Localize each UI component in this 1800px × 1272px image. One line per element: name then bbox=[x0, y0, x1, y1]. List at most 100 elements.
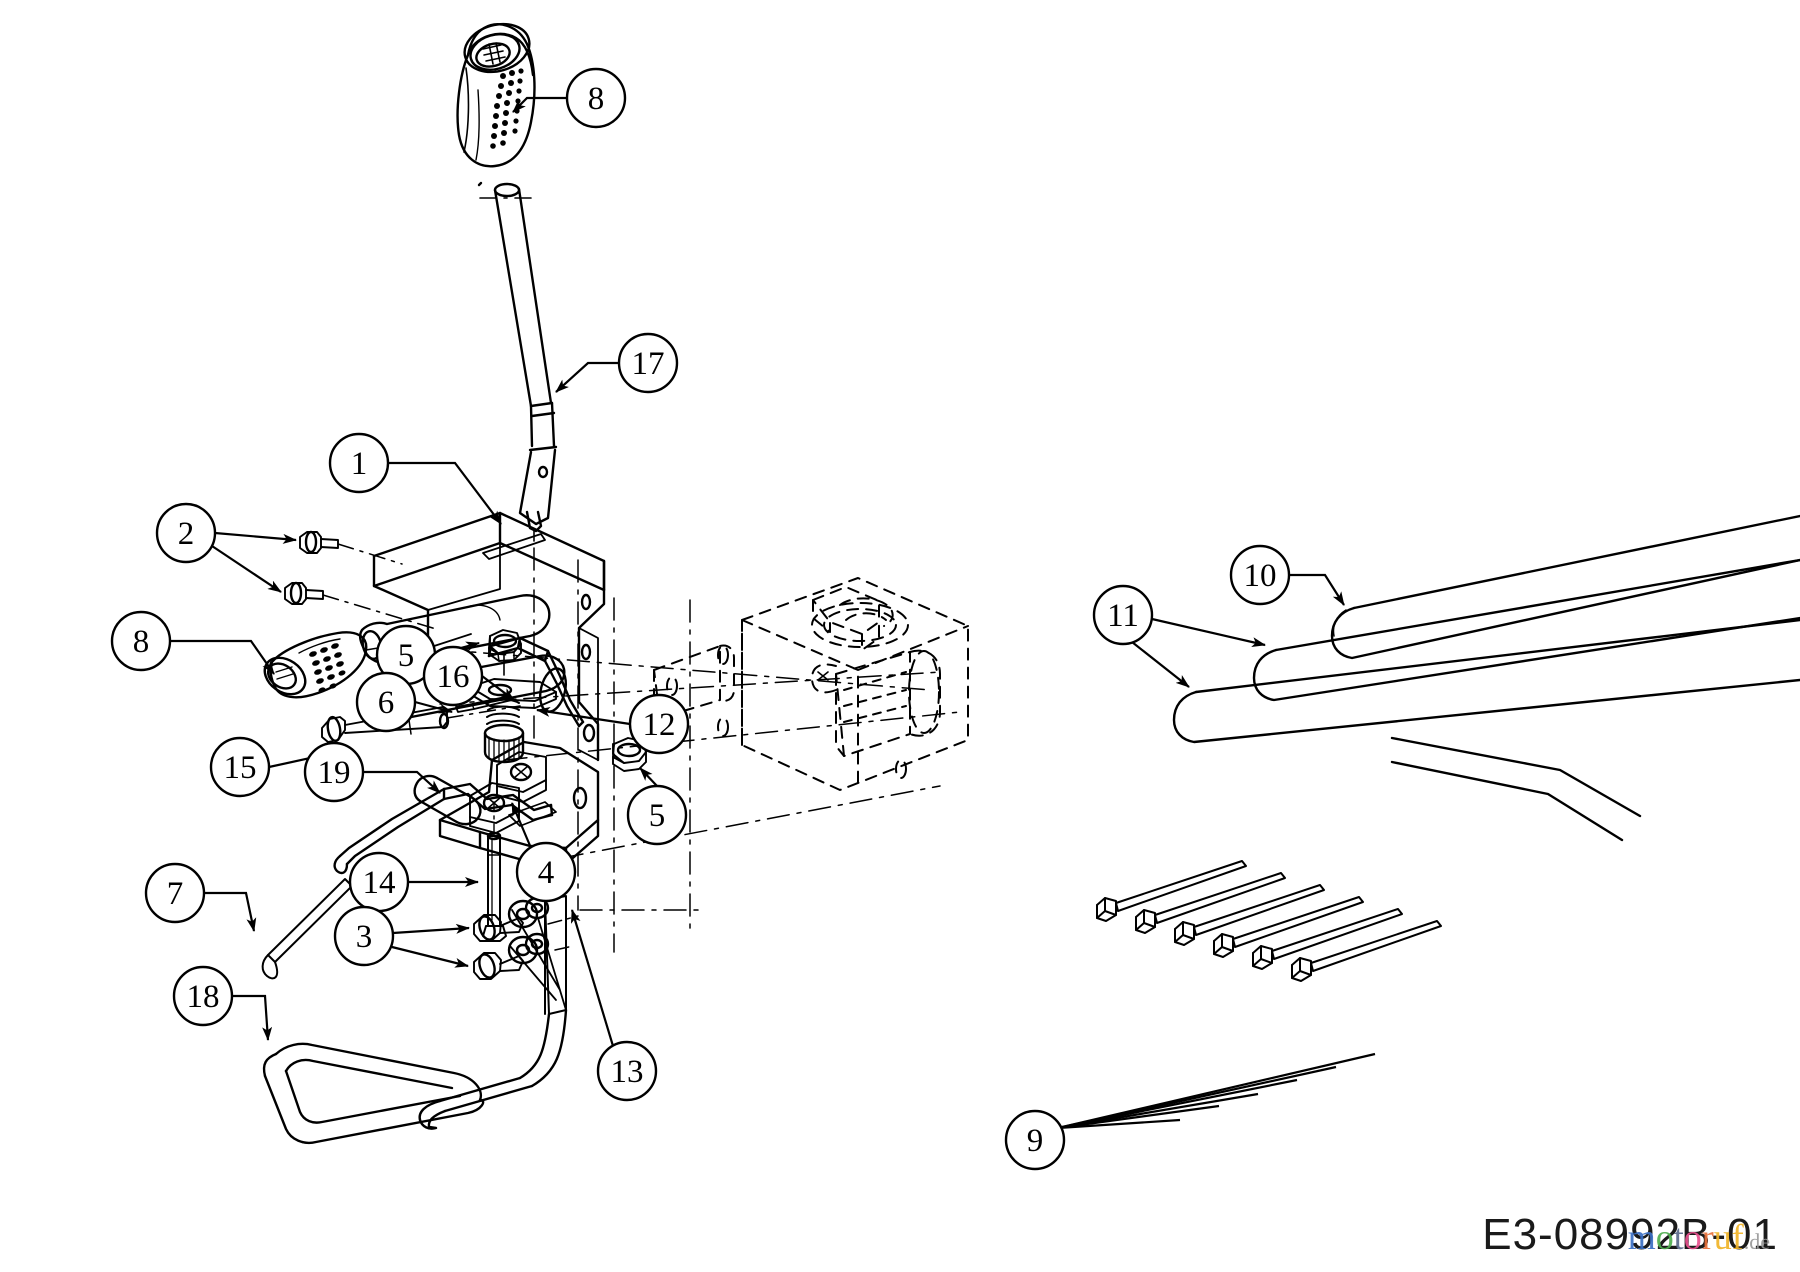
callout-leader bbox=[481, 675, 515, 701]
callout-circle[interactable] bbox=[596, 1040, 658, 1102]
bent-link-19 bbox=[333, 782, 554, 875]
callout-circle[interactable] bbox=[1229, 544, 1291, 606]
callout-leader bbox=[388, 461, 502, 525]
callout-leader bbox=[170, 639, 275, 675]
callout-circle[interactable] bbox=[172, 965, 234, 1027]
callout-leader bbox=[391, 945, 469, 968]
callout-16[interactable]: 16 bbox=[422, 645, 484, 707]
callout-circle[interactable] bbox=[1092, 584, 1154, 646]
callout-number: 5 bbox=[649, 798, 666, 834]
flat-bar-13 bbox=[418, 895, 579, 1130]
callout-10[interactable]: 10 bbox=[1229, 544, 1291, 606]
callout-circle[interactable] bbox=[144, 862, 206, 924]
cable-tie bbox=[1291, 920, 1442, 982]
callout-number: 14 bbox=[363, 865, 396, 901]
callout-number: 13 bbox=[611, 1054, 644, 1090]
callout-circle[interactable] bbox=[155, 502, 217, 564]
callout-circle[interactable] bbox=[209, 736, 271, 798]
watermark-suffix: .de bbox=[1743, 1229, 1770, 1254]
part-number-label: E3-08992B-01 bbox=[1482, 1210, 1778, 1259]
callout-leader bbox=[536, 706, 631, 726]
callout-17[interactable]: 17 bbox=[617, 332, 679, 394]
cable-tie bbox=[1135, 872, 1286, 934]
callout-19[interactable]: 19 bbox=[303, 741, 365, 803]
cable-tie bbox=[1252, 908, 1403, 970]
callout-leader bbox=[214, 531, 297, 544]
callout-number: 1 bbox=[351, 446, 368, 482]
callout-6[interactable]: 6 bbox=[355, 671, 417, 733]
lock-nut-lower bbox=[612, 737, 647, 772]
callout-circle[interactable] bbox=[333, 905, 395, 967]
callout-circle[interactable] bbox=[1004, 1109, 1066, 1171]
callout-15[interactable]: 15 bbox=[209, 736, 271, 798]
callout-circle[interactable] bbox=[110, 610, 172, 672]
callout-1[interactable]: 1 bbox=[328, 432, 390, 494]
watermark-letter: f bbox=[1731, 1217, 1744, 1257]
callout-8[interactable]: 8 bbox=[110, 610, 172, 672]
callout-leader bbox=[639, 767, 658, 787]
callout-number: 15 bbox=[224, 750, 257, 786]
callout-circle[interactable] bbox=[628, 693, 690, 755]
callout-5[interactable]: 5 bbox=[375, 624, 437, 686]
watermark-letter: m bbox=[1627, 1217, 1656, 1257]
cable-tie bbox=[1213, 896, 1364, 958]
callout-9[interactable]: 9 bbox=[1004, 1109, 1066, 1171]
shift-knob-left bbox=[263, 631, 379, 699]
callout-number: 17 bbox=[632, 346, 665, 382]
callout-number: 7 bbox=[167, 876, 184, 912]
callout-leader bbox=[414, 700, 453, 714]
callout-5[interactable]: 5 bbox=[626, 784, 688, 846]
callout-number: 12 bbox=[643, 707, 676, 743]
callout-leader bbox=[211, 545, 282, 593]
callout-circle[interactable] bbox=[617, 332, 679, 394]
callout-number: 9 bbox=[1027, 1123, 1044, 1159]
hose-lower-tail bbox=[1390, 736, 1642, 842]
cable-ties bbox=[1096, 860, 1442, 982]
callout-2[interactable]: 2 bbox=[155, 502, 217, 564]
clevis-pin-15 bbox=[321, 705, 521, 743]
cable-tie-leader bbox=[1057, 1118, 1181, 1130]
link-tube bbox=[413, 774, 482, 826]
callout-leader bbox=[1151, 617, 1266, 647]
bolt-2-upper bbox=[299, 530, 403, 565]
callout-3[interactable]: 3 bbox=[333, 905, 395, 967]
shift-rod-upper bbox=[477, 181, 558, 549]
callout-14[interactable]: 14 bbox=[348, 851, 410, 913]
callout-leader bbox=[204, 891, 257, 932]
watermark-letter: u bbox=[1713, 1217, 1732, 1257]
bolt-2-lower bbox=[284, 581, 437, 630]
callout-18[interactable]: 18 bbox=[172, 965, 234, 1027]
watermark-letter: o bbox=[1655, 1217, 1674, 1257]
lock-nut-upper bbox=[488, 629, 522, 662]
screw-3-upper bbox=[473, 914, 524, 942]
watermark-letter: t bbox=[1673, 1217, 1684, 1257]
callout-circle[interactable] bbox=[515, 841, 577, 903]
cable-tie bbox=[1174, 884, 1325, 946]
cable-tie-leader bbox=[1057, 1052, 1376, 1130]
callout-8[interactable]: 8 bbox=[565, 67, 627, 129]
callout-leader bbox=[232, 994, 273, 1041]
callout-leader bbox=[510, 802, 533, 849]
callout-number: 10 bbox=[1244, 558, 1277, 594]
callout-number: 18 bbox=[187, 979, 220, 1015]
callout-13[interactable]: 13 bbox=[596, 1040, 658, 1102]
callout-11[interactable]: 11 bbox=[1092, 584, 1154, 646]
site-watermark: motoruf.de bbox=[1628, 1216, 1770, 1258]
foot-loop-18 bbox=[262, 1042, 485, 1144]
hose-group bbox=[1172, 514, 1800, 842]
callout-circle[interactable] bbox=[422, 645, 484, 707]
callout-4[interactable]: 4 bbox=[515, 841, 577, 903]
callout-leader bbox=[363, 770, 441, 794]
callout-circle[interactable] bbox=[355, 671, 417, 733]
callout-circle[interactable] bbox=[565, 67, 627, 129]
callout-circle[interactable] bbox=[303, 741, 365, 803]
callout-number: 8 bbox=[133, 624, 150, 660]
callout-7[interactable]: 7 bbox=[144, 862, 206, 924]
callout-12[interactable]: 12 bbox=[628, 693, 690, 755]
callout-circle[interactable] bbox=[328, 432, 390, 494]
callout-circle[interactable] bbox=[626, 784, 688, 846]
watermark-letter: o bbox=[1683, 1217, 1702, 1257]
